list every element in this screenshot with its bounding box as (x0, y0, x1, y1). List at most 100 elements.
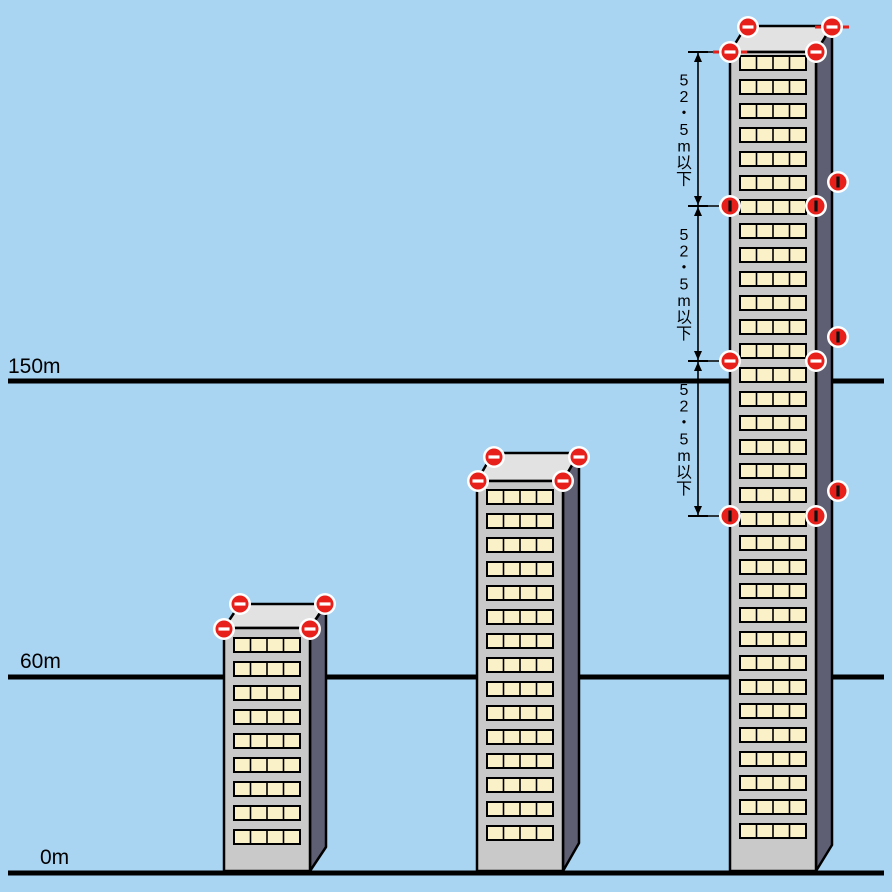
spacing-label-char: 5 (680, 277, 689, 294)
spacing-label-char: 2 (680, 89, 689, 106)
window-row (486, 537, 554, 553)
building-facade (728, 50, 818, 873)
window-row (233, 781, 301, 797)
arrow-up-icon (694, 362, 702, 371)
aviation-obstruction-light-icon (805, 505, 827, 527)
light-bar (836, 176, 840, 188)
spacing-label-char: m (677, 448, 690, 465)
building-under-60m (222, 602, 328, 873)
spacing-label-char: 以 (676, 155, 692, 172)
spacing-label-char: 2 (680, 244, 689, 261)
spacing-label-char: 5 (680, 122, 689, 139)
window-row (739, 271, 807, 287)
aviation-obstruction-light-icon (805, 350, 827, 372)
window-row (739, 535, 807, 551)
aviation-obstruction-light-icon (805, 195, 827, 217)
aviation-obstruction-light-icon (737, 16, 759, 38)
aviation-obstruction-light-icon (552, 470, 574, 492)
building-60m-to-150m (475, 451, 581, 873)
window-row (486, 681, 554, 697)
window-row (739, 199, 807, 215)
window-row (233, 661, 301, 677)
window-row (486, 729, 554, 745)
light-bar (826, 25, 838, 29)
arrow-up-icon (694, 207, 702, 216)
aviation-obstruction-light-icon (467, 470, 489, 492)
aviation-obstruction-light-icon (821, 16, 843, 38)
window-row (739, 391, 807, 407)
window-row (486, 825, 554, 841)
light-bar (724, 359, 736, 363)
spacing-label-char: 以 (676, 465, 692, 482)
window-row (486, 657, 554, 673)
light-bar (836, 485, 840, 497)
building-side-wall (561, 451, 581, 873)
light-bar (728, 510, 732, 522)
level-labels: 150m 60m 0m (8, 355, 69, 869)
building-over-150m (728, 24, 834, 873)
spacing-label-char: m (677, 293, 690, 310)
building-side-wall (814, 24, 834, 873)
window-row (486, 753, 554, 769)
window-row (739, 775, 807, 791)
window-row (739, 823, 807, 839)
window-row (739, 127, 807, 143)
light-bar (814, 200, 818, 212)
window-row (233, 757, 301, 773)
light-bar (319, 602, 331, 606)
light-bar (810, 359, 822, 363)
window-row (739, 799, 807, 815)
window-row (486, 561, 554, 577)
spacing-label-char: 下 (676, 481, 692, 498)
aviation-obstruction-light-icon (299, 618, 321, 640)
level-label-0m: 0m (40, 846, 69, 869)
aviation-obstruction-light-icon (213, 618, 235, 640)
window-row (233, 829, 301, 845)
window-row (486, 489, 554, 505)
window-row (739, 559, 807, 575)
window-row (739, 367, 807, 383)
window-row (739, 703, 807, 719)
spacing-label-char: 下 (676, 326, 692, 343)
window-row (486, 633, 554, 649)
aviation-obstruction-light-icon (483, 446, 505, 468)
window-row (486, 777, 554, 793)
window-row (739, 607, 807, 623)
building-windows (739, 55, 807, 839)
spacing-label-char: 5 (680, 382, 689, 399)
aviation-obstruction-light-icon (719, 350, 741, 372)
window-row (739, 319, 807, 335)
window-row (233, 709, 301, 725)
aviation-obstruction-light-icon (719, 195, 741, 217)
spacing-label-char: ・ (676, 260, 692, 277)
window-row (739, 727, 807, 743)
spacing-label-char: 以 (676, 310, 692, 327)
light-bar (488, 455, 500, 459)
window-row (739, 247, 807, 263)
light-bar (724, 50, 736, 54)
aviation-obstruction-light-icon (229, 593, 251, 615)
light-bar (728, 200, 732, 212)
window-row (739, 511, 807, 527)
arrow-down-icon (694, 506, 702, 515)
light-bar (836, 331, 840, 343)
level-label-60m: 60m (20, 650, 61, 673)
spacing-label-char: 下 (676, 172, 692, 189)
window-row (233, 637, 301, 653)
window-row (739, 487, 807, 503)
aviation-lights-layer (213, 16, 849, 640)
window-row (486, 585, 554, 601)
spacing-label-char: 2 (680, 399, 689, 416)
spacing-label-char: m (677, 139, 690, 156)
aviation-obstruction-light-icon (827, 326, 849, 348)
window-row (486, 705, 554, 721)
light-bar (573, 455, 585, 459)
building-windows (486, 489, 554, 841)
aviation-obstruction-light-icon (568, 446, 590, 468)
window-row (739, 343, 807, 359)
window-row (233, 805, 301, 821)
